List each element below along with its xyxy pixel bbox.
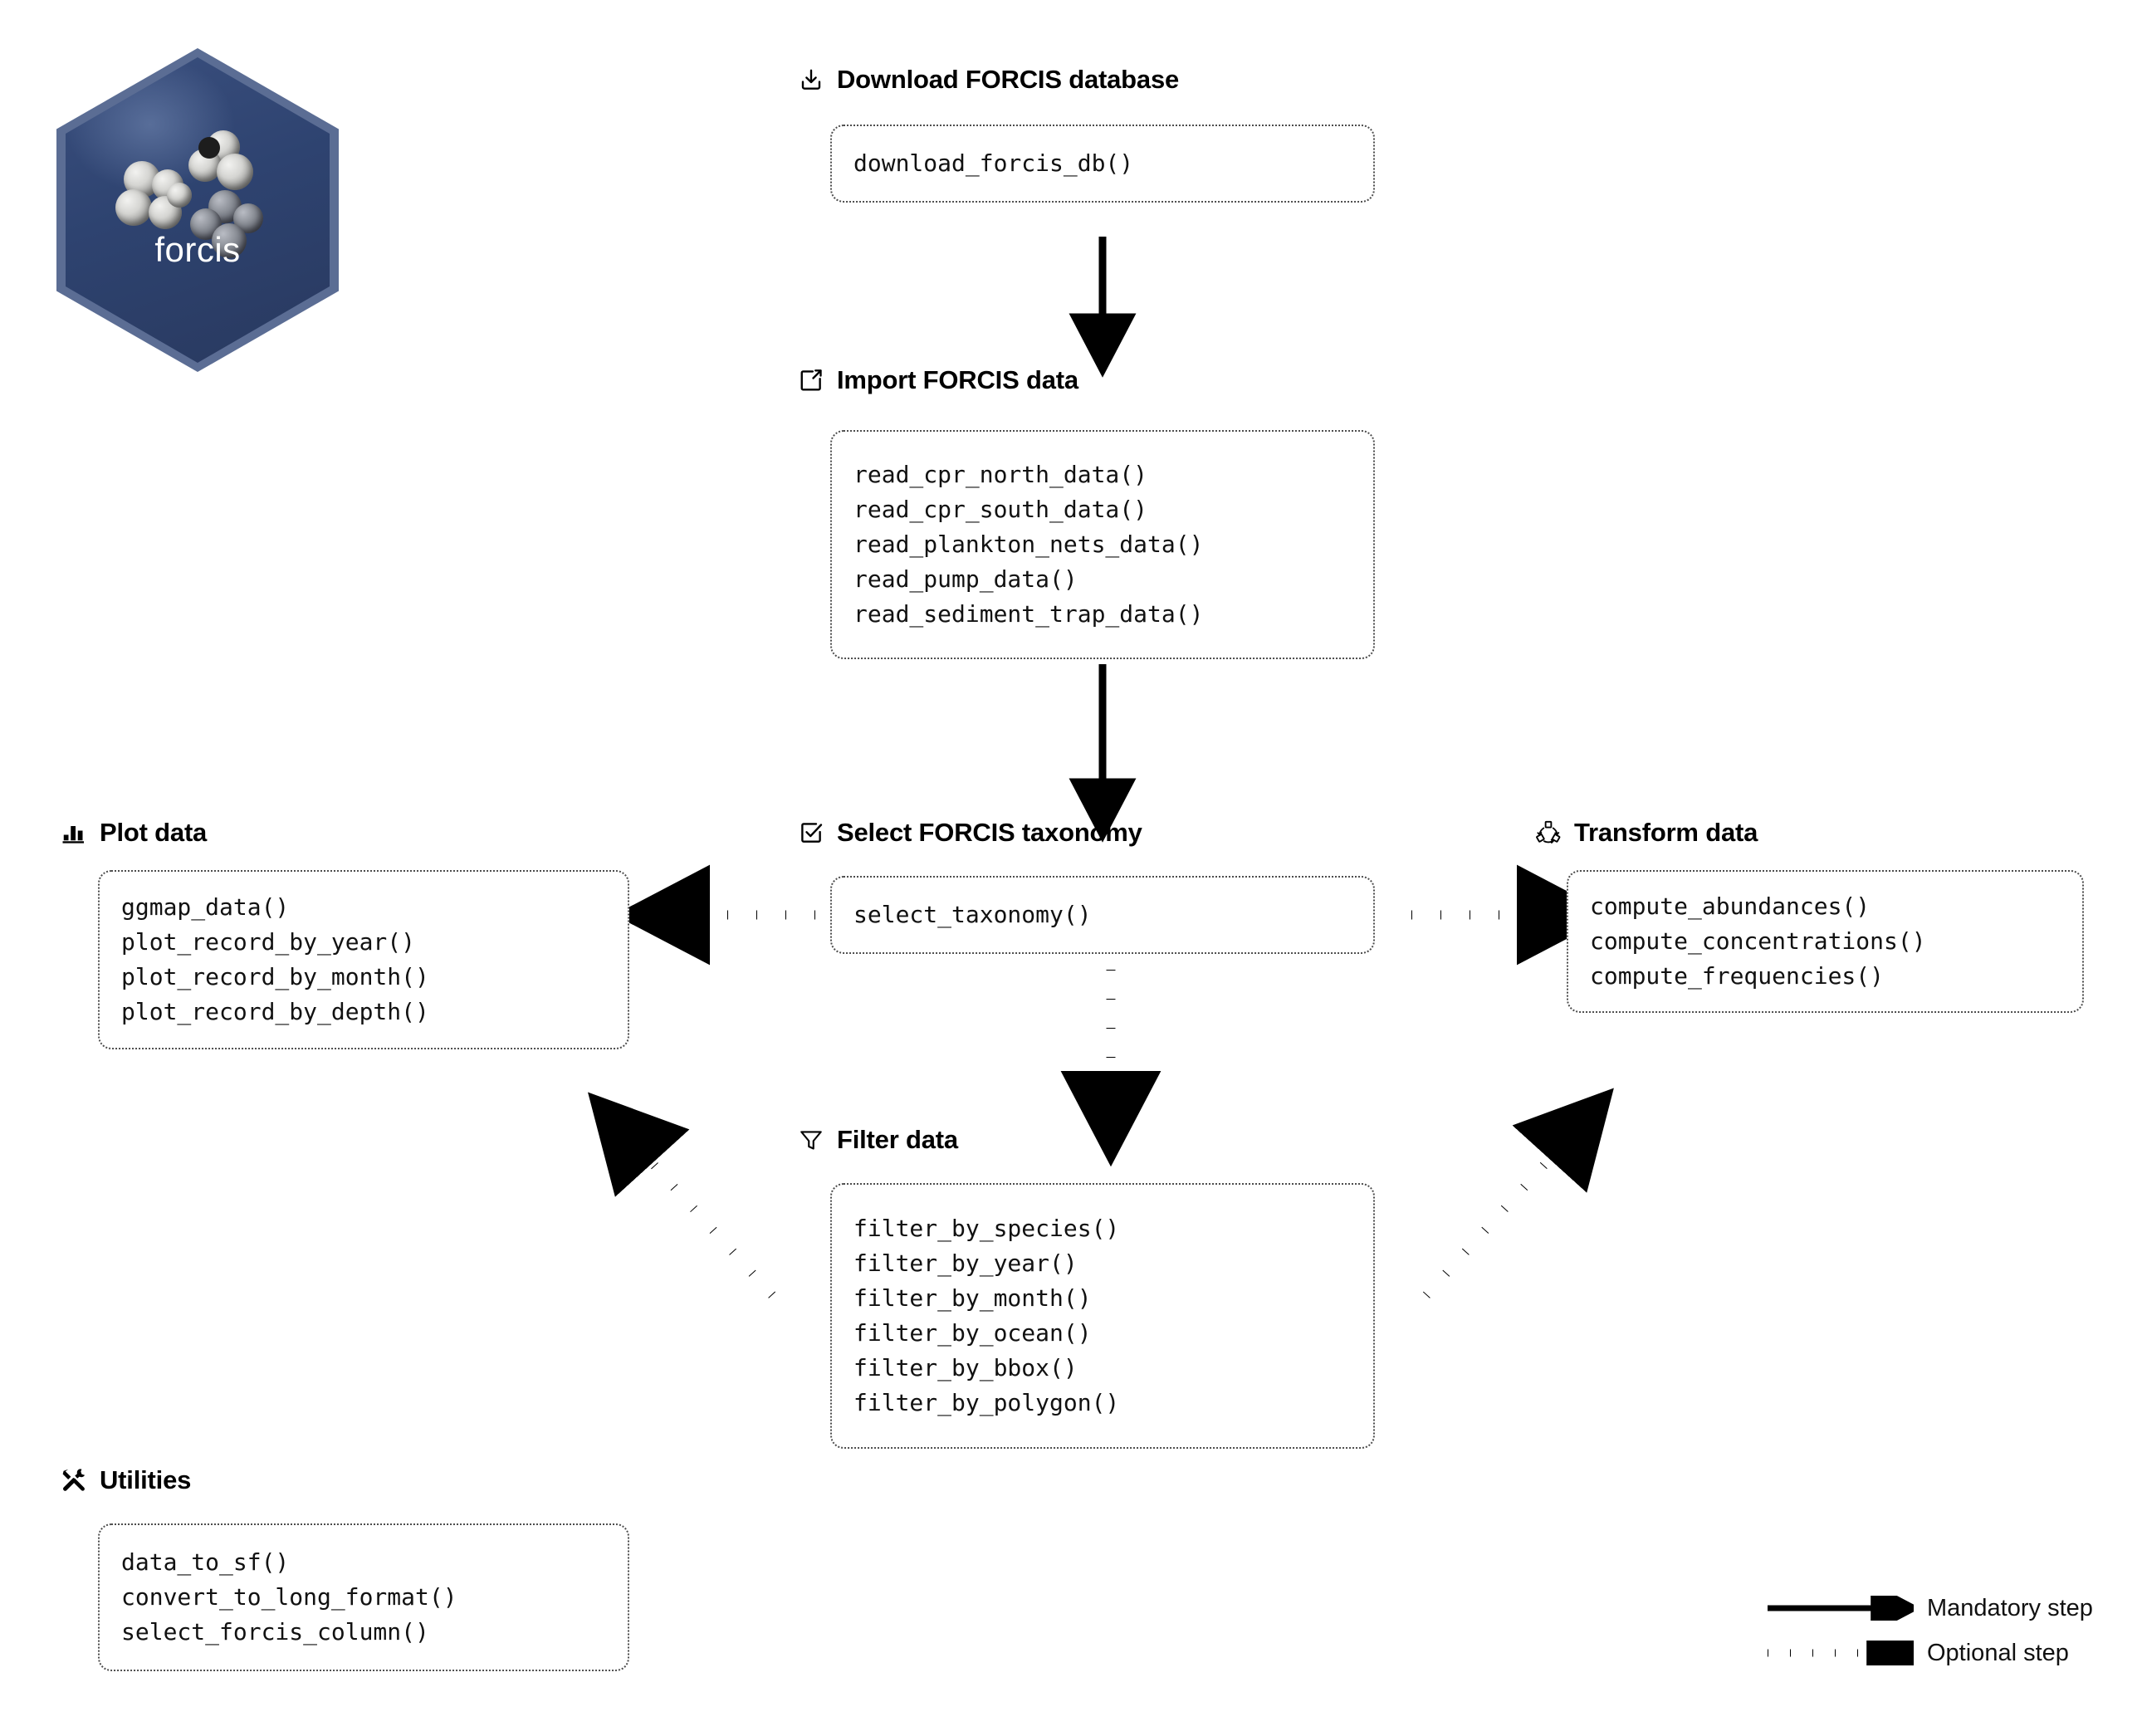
function-name: filter_by_bbox(): [853, 1354, 1078, 1381]
foraminifera-image-1: [188, 130, 253, 190]
function-name: filter_by_month(): [853, 1284, 1092, 1312]
logo-url: https://frbcesab.github.io/forcis: [198, 316, 311, 388]
function-name: filter_by_year(): [853, 1249, 1078, 1277]
function-name: compute_abundances(): [1590, 892, 1871, 920]
function-name: filter_by_polygon(): [853, 1389, 1120, 1416]
arrow-filter-to-plot: [588, 1092, 776, 1298]
legend-row-optional: Optional step: [1764, 1631, 2121, 1675]
function-name: plot_record_by_year(): [121, 928, 416, 956]
function-box-taxonomy: select_taxonomy(): [830, 876, 1375, 954]
forcis-logo: forcis https://frbcesab.github.io/forcis: [56, 48, 339, 372]
function-name: read_pump_data(): [853, 565, 1078, 593]
section-heading-filter: Filter data: [797, 1125, 958, 1155]
function-name: convert_to_long_format(): [121, 1583, 457, 1611]
foraminifera-image-3: [190, 190, 265, 260]
section-heading-utilities: Utilities: [60, 1465, 191, 1495]
function-name: select_taxonomy(): [853, 901, 1092, 928]
section-title-transform: Transform data: [1574, 818, 1758, 847]
download-icon: [797, 66, 825, 94]
bar-chart-icon: [60, 819, 88, 847]
function-name: compute_concentrations(): [1590, 927, 1926, 955]
arrow-filter-to-transform: [1422, 1088, 1614, 1298]
function-box-utilities: data_to_sf() convert_to_long_format() se…: [98, 1523, 629, 1671]
section-heading-transform: Transform data: [1534, 818, 1758, 848]
optional-arrow-icon: [1768, 1641, 1914, 1665]
function-name: read_cpr_south_data(): [853, 496, 1148, 523]
section-heading-plot: Plot data: [60, 818, 207, 848]
function-name: data_to_sf(): [121, 1548, 290, 1576]
function-name: plot_record_by_depth(): [121, 998, 429, 1025]
function-name: plot_record_by_month(): [121, 963, 429, 990]
function-name: compute_frequencies(): [1590, 962, 1885, 990]
function-name: read_cpr_north_data(): [853, 461, 1148, 488]
function-box-download: download_forcis_db(): [830, 125, 1375, 203]
function-name: read_sediment_trap_data(): [853, 600, 1204, 628]
function-name: filter_by_species(): [853, 1215, 1120, 1242]
mandatory-arrow-icon: [1768, 1596, 1914, 1621]
logo-name: forcis: [154, 230, 241, 269]
legend: Mandatory step Optional step: [1764, 1586, 2121, 1675]
section-title-plot: Plot data: [100, 818, 208, 847]
section-heading-download: Download FORCIS database: [797, 65, 1179, 95]
function-box-import: read_cpr_north_data() read_cpr_south_dat…: [830, 430, 1375, 659]
section-title-filter: Filter data: [837, 1125, 958, 1154]
section-heading-taxonomy: Select FORCIS taxonomy: [797, 818, 1142, 848]
external-link-icon: [797, 366, 825, 394]
legend-label-mandatory: Mandatory step: [1927, 1594, 2093, 1621]
function-name: select_forcis_column(): [121, 1618, 429, 1646]
section-title-utilities: Utilities: [100, 1465, 192, 1494]
section-heading-import: Import FORCIS data: [797, 365, 1078, 395]
function-box-plot: ggmap_data() plot_record_by_year() plot_…: [98, 870, 629, 1049]
checkbox-checked-icon: [797, 819, 825, 847]
function-name: download_forcis_db(): [853, 149, 1134, 177]
function-box-filter: filter_by_species() filter_by_year() fil…: [830, 1183, 1375, 1449]
function-name: read_plankton_nets_data(): [853, 531, 1204, 558]
shuffle-icon: [1534, 819, 1562, 847]
foraminifera-image-2: [115, 161, 195, 232]
legend-label-optional: Optional step: [1927, 1639, 2069, 1666]
section-title-taxonomy: Select FORCIS taxonomy: [837, 818, 1142, 847]
tools-icon: [60, 1466, 88, 1494]
section-title-import: Import FORCIS data: [837, 365, 1078, 394]
function-box-transform: compute_abundances() compute_concentrati…: [1567, 870, 2084, 1013]
function-name: ggmap_data(): [121, 893, 290, 921]
legend-row-mandatory: Mandatory step: [1764, 1586, 2121, 1631]
section-title-download: Download FORCIS database: [837, 65, 1180, 94]
function-name: filter_by_ocean(): [853, 1319, 1092, 1347]
funnel-icon: [797, 1126, 825, 1154]
